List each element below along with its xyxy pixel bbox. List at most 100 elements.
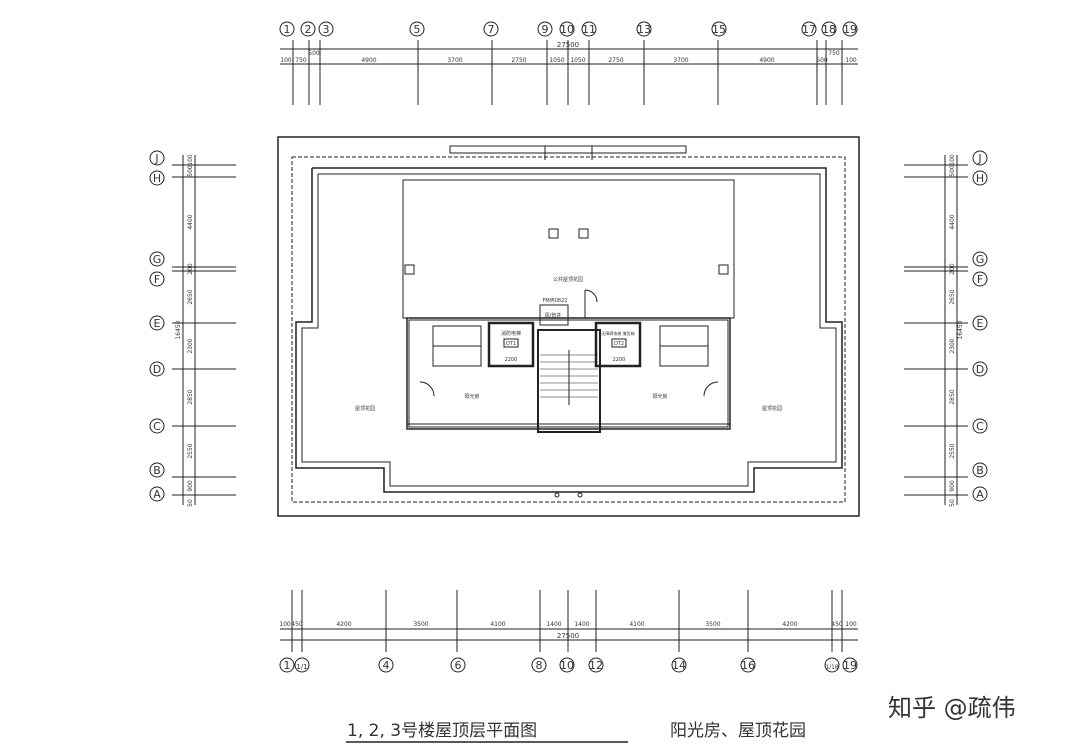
axis-label: 1/1 bbox=[296, 663, 307, 671]
axis-label: B bbox=[976, 464, 984, 477]
dim-text: 100 bbox=[845, 621, 857, 628]
axis-label: E bbox=[154, 317, 161, 330]
room-public-garden: 公共屋顶花园 bbox=[553, 276, 583, 283]
axis-label: 6 bbox=[455, 659, 462, 672]
axis-label: J bbox=[977, 152, 981, 165]
dim-text: 900 bbox=[949, 480, 956, 492]
tag-dt1: DT1 bbox=[506, 341, 516, 347]
dim-text: 100 bbox=[949, 154, 956, 166]
bottom-total-dim: 27500 bbox=[557, 632, 579, 640]
axis-label: 14 bbox=[672, 659, 686, 672]
axis-label: 1 bbox=[284, 659, 291, 672]
tag-dt2: DT2 bbox=[614, 341, 624, 347]
dim-text: 1050 bbox=[549, 57, 564, 64]
lift-dim-left: 2200 bbox=[505, 357, 518, 363]
axis-label: 18 bbox=[822, 23, 836, 36]
dim-text: 3500 bbox=[413, 621, 428, 628]
dim-text: 2750 bbox=[511, 57, 526, 64]
axis-label: 13 bbox=[637, 23, 651, 36]
dim-text: 4900 bbox=[759, 57, 774, 64]
axis-label: E bbox=[977, 317, 984, 330]
dim-text: 1400 bbox=[574, 621, 589, 628]
room-sun-left: 阳光房 bbox=[464, 393, 479, 400]
axis-label: D bbox=[976, 363, 984, 376]
dim-text: 1050 bbox=[570, 57, 585, 64]
dim-text: 450 bbox=[831, 621, 843, 628]
dim-text: 100 bbox=[187, 154, 194, 166]
room-sun-right: 阳光房 bbox=[652, 393, 667, 400]
axis-label: A bbox=[976, 488, 984, 501]
dim-text: 1400 bbox=[546, 621, 561, 628]
dim-text: 200 bbox=[949, 263, 956, 275]
elevator-right bbox=[594, 321, 642, 368]
axis-label: 8 bbox=[536, 659, 543, 672]
dim-text: 2850 bbox=[187, 389, 194, 404]
plan-frame bbox=[277, 136, 860, 517]
dim-text: 4400 bbox=[949, 214, 956, 229]
dim-text: 2650 bbox=[949, 289, 956, 304]
axis-label: 1 bbox=[284, 23, 291, 36]
watermark: 知乎 @疏伟 bbox=[888, 694, 1016, 722]
dim-text: 100 bbox=[845, 57, 857, 64]
room-elevator-right: 无障碍电梯 兼货梯 bbox=[601, 330, 634, 336]
dim-text: 4200 bbox=[782, 621, 797, 628]
axis-label: 1/18 bbox=[825, 664, 839, 671]
axis-label: G bbox=[976, 253, 985, 266]
axis-label: 10 bbox=[560, 23, 574, 36]
dim-text: 500 bbox=[816, 57, 828, 64]
dim-text: 100 bbox=[279, 621, 291, 628]
axis-label: C bbox=[976, 420, 984, 433]
dim-text: 16450 bbox=[957, 320, 964, 339]
axis-label: 4 bbox=[383, 659, 390, 672]
axis-label: 9 bbox=[542, 23, 549, 36]
dim-text: 4200 bbox=[336, 621, 351, 628]
drawing-title: 1, 2, 3号楼屋顶层平面图 bbox=[347, 721, 537, 741]
axis-label: H bbox=[153, 172, 161, 185]
dim-text: 750 bbox=[828, 50, 840, 57]
dim-text: 2300 bbox=[949, 338, 956, 353]
axis-label: F bbox=[154, 273, 160, 286]
dim-text: 4400 bbox=[187, 214, 194, 229]
dim-text: 500 bbox=[187, 165, 194, 177]
dim-text: 2550 bbox=[187, 443, 194, 458]
dim-text: 4100 bbox=[629, 621, 644, 628]
axis-label: C bbox=[153, 420, 161, 433]
door-code: FM丙0822 bbox=[543, 298, 568, 304]
top-total-dim: 27500 bbox=[557, 41, 579, 49]
dim-text: 2650 bbox=[187, 289, 194, 304]
axis-label: H bbox=[976, 172, 984, 185]
dim-text: 50 bbox=[949, 499, 956, 507]
axis-label: 19 bbox=[843, 23, 857, 36]
dim-text: 3700 bbox=[447, 57, 462, 64]
axis-label: J bbox=[154, 152, 158, 165]
axis-label: G bbox=[153, 253, 162, 266]
axis-label: 17 bbox=[802, 23, 816, 36]
dim-text: 4100 bbox=[490, 621, 505, 628]
dim-text: 2550 bbox=[949, 443, 956, 458]
axis-label: A bbox=[153, 488, 161, 501]
axis-label: 7 bbox=[488, 23, 495, 36]
axis-label: F bbox=[977, 273, 983, 286]
lift-dim-right: 2200 bbox=[613, 357, 626, 363]
dim-text: 450 bbox=[291, 621, 303, 628]
axis-label: 10 bbox=[560, 659, 574, 672]
elevator-left bbox=[487, 321, 535, 368]
dim-text: 500 bbox=[949, 165, 956, 177]
drawing-subtitle: 阳光房、屋顶花园 bbox=[670, 721, 806, 741]
dim-text: 200 bbox=[187, 263, 194, 275]
dim-text: 4900 bbox=[361, 57, 376, 64]
dim-text: 2750 bbox=[608, 57, 623, 64]
axis-label: 2 bbox=[305, 23, 312, 36]
dim-text: 3700 bbox=[673, 57, 688, 64]
dim-text: 750 bbox=[295, 57, 307, 64]
axis-label: B bbox=[153, 464, 161, 477]
axis-label: 3 bbox=[323, 23, 330, 36]
axis-label: 15 bbox=[712, 23, 726, 36]
axis-label: 16 bbox=[741, 659, 755, 672]
dim-text: 2300 bbox=[187, 338, 194, 353]
axis-label: 5 bbox=[414, 23, 421, 36]
dim-text: 2850 bbox=[949, 389, 956, 404]
room-elevator-left: 消防电梯 bbox=[501, 330, 521, 337]
dim-text: 500 bbox=[308, 50, 320, 57]
